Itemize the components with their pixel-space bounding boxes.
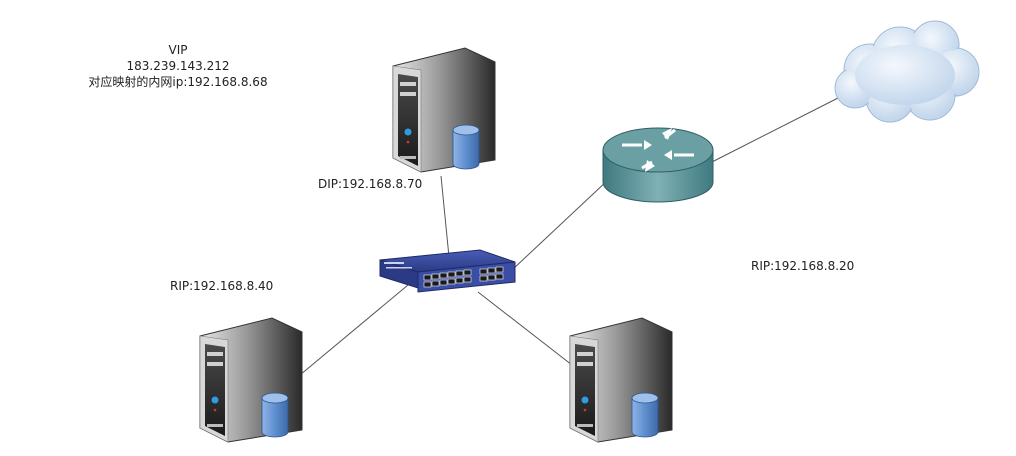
rip-right-label: RIP:192.168.8.20 [751,259,855,273]
database-icon [631,392,659,438]
router-icon [602,127,714,203]
left-server-icon [199,317,303,443]
database-icon [261,392,289,438]
link-switch-top-server [440,175,450,258]
vip-title: VIP [168,43,188,57]
link-router-cloud [711,97,839,163]
database-icon [452,124,480,170]
right-server-icon [569,317,673,443]
dip-label: DIP:192.168.8.70 [318,177,423,191]
cloud-icon [834,20,980,123]
rip-left-label: RIP:192.168.8.40 [170,279,274,293]
vip-info: VIP 183.239.143.212 对应映射的内网ip:192.168.8.… [78,42,278,90]
link-switch-right-server [477,291,573,366]
link-switch-left-server [299,284,409,376]
connection-lines [299,97,839,376]
vip-address: 183.239.143.212 [126,59,230,73]
network-switch-icon [379,249,516,293]
top-server-icon [392,47,496,173]
vip-mapping: 对应映射的内网ip:192.168.8.68 [88,75,268,89]
link-switch-router [511,179,609,271]
